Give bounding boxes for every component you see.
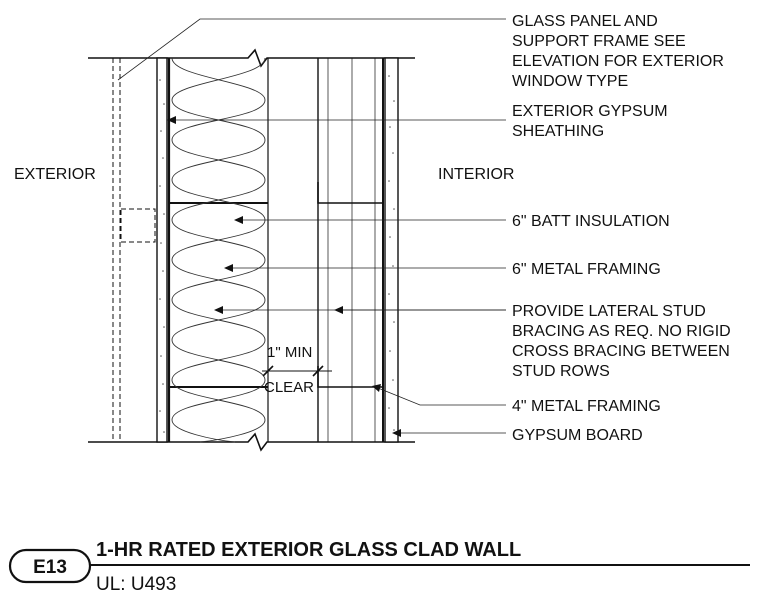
gypsum-board	[384, 57, 399, 443]
dimension-top-text: 1" MIN	[267, 344, 312, 361]
detail-subtitle: UL: U493	[96, 574, 176, 595]
metal-framing-4in	[317, 58, 384, 442]
callout-glass-panel: GLASS PANEL AND SUPPORT FRAME SEE ELEVAT…	[512, 13, 728, 90]
callout-batt-insulation: 6" BATT INSULATION	[512, 213, 670, 230]
leader-arrowheads	[167, 116, 401, 437]
interior-label: INTERIOR	[438, 166, 514, 183]
callout-stud-bracing: PROVIDE LATERAL STUD BRACING AS REQ. NO …	[512, 303, 735, 380]
callout-metal-framing-6in: 6" METAL FRAMING	[512, 261, 661, 278]
callout-exterior-sheathing: EXTERIOR GYPSUM SHEATHING	[512, 103, 672, 140]
batt-insulation	[171, 57, 266, 443]
clearance-dimension	[262, 362, 332, 380]
leader-lines	[117, 18, 506, 434]
metal-framing-6in	[167, 58, 269, 442]
callout-gypsum-board: GYPSUM BOARD	[512, 427, 643, 444]
title-block: E13 1-HR RATED EXTERIOR GLASS CLAD WALL …	[8, 539, 750, 595]
break-lines	[88, 48, 415, 452]
dimension-bottom-text: CLEAR	[264, 379, 314, 396]
exterior-label: EXTERIOR	[14, 166, 96, 183]
callout-metal-framing-4in: 4" METAL FRAMING	[512, 398, 661, 415]
glass-panel	[112, 58, 156, 442]
detail-tag: E13	[33, 557, 67, 578]
detail-title: 1-HR RATED EXTERIOR GLASS CLAD WALL	[96, 539, 521, 561]
exterior-sheathing	[156, 57, 168, 443]
